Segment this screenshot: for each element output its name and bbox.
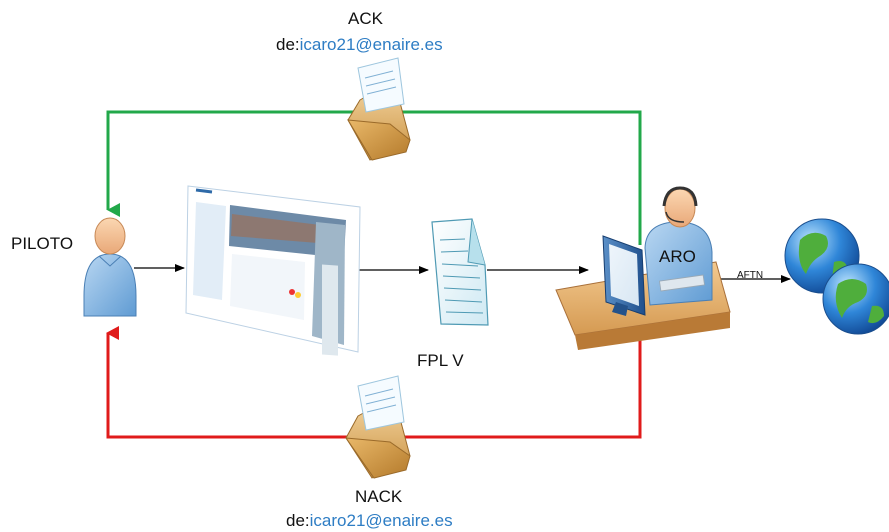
nack-title: NACK <box>355 487 403 506</box>
envelope-icon <box>347 57 411 161</box>
document-icon <box>431 218 489 326</box>
nack-from-email: icaro21@enaire.es <box>309 511 453 530</box>
aro-label: ARO <box>659 247 696 266</box>
globe-icon <box>784 218 889 335</box>
aftn-label: AFTN <box>737 270 764 281</box>
document-label: FPL V <box>417 351 464 370</box>
person-icon <box>83 217 137 317</box>
nack-from: de:icaro21@enaire.es <box>286 511 453 531</box>
website-screenshot <box>185 185 361 356</box>
nack-from-prefix: de: <box>286 511 310 530</box>
pilot-label: PILOTO <box>11 234 74 253</box>
envelope-icon <box>344 375 411 479</box>
ack-from: de:icaro21@enaire.es <box>276 35 443 55</box>
ack-from-prefix: de: <box>276 35 300 54</box>
ack-from-email: icaro21@enaire.es <box>299 35 443 54</box>
ack-title: ACK <box>348 9 383 28</box>
operator-workstation-icon <box>555 186 731 350</box>
